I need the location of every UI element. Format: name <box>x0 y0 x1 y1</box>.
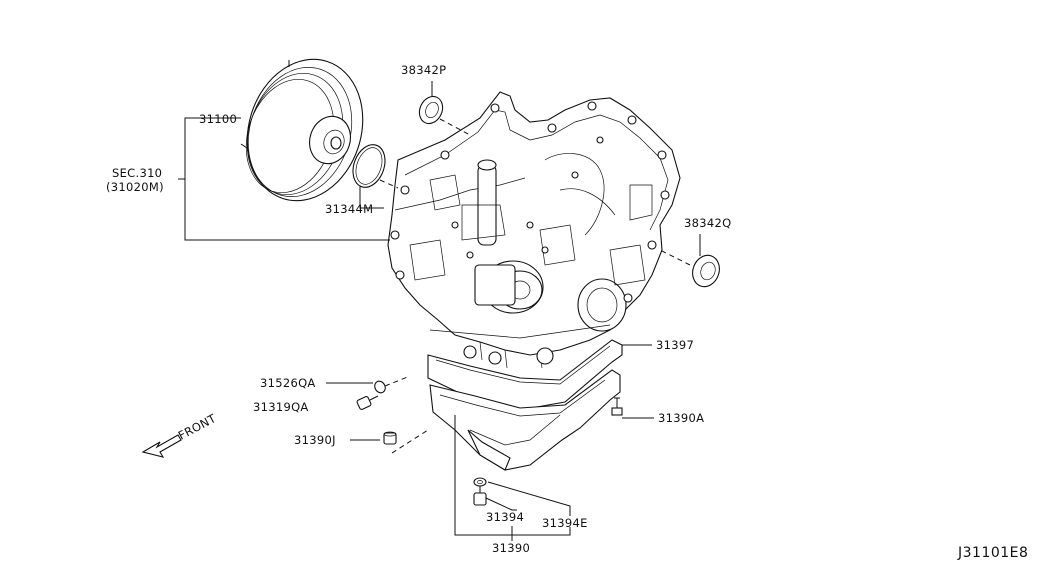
leader-lines <box>178 81 701 541</box>
drain-washer-31394e-drawing <box>473 477 487 487</box>
label-31397: 31397 <box>656 338 694 352</box>
front-direction-arrow-icon <box>141 434 182 458</box>
plug-31319qa-drawing <box>356 395 379 410</box>
diagram-reference-code: J31101E8 <box>957 545 1028 561</box>
label-31319qa: 31319QA <box>253 400 309 414</box>
bolt-31390j-drawing <box>383 431 397 445</box>
oil-pan-drawing <box>429 369 621 471</box>
o-ring-31526qa-drawing <box>374 380 386 394</box>
label-38342q: 38342Q <box>684 216 731 230</box>
label-31394e: 31394E <box>542 516 588 530</box>
drain-plug-31394-drawing <box>473 485 487 506</box>
label-31390a: 31390A <box>658 411 704 425</box>
front-direction-label: FRONT <box>176 411 219 443</box>
label-31394: 31394 <box>486 510 524 524</box>
seal-38342p-drawing <box>418 95 444 125</box>
label-31390: 31390 <box>492 541 530 555</box>
pan-bolt-31390a-drawing <box>611 397 623 416</box>
label-31526qa: 31526QA <box>260 376 316 390</box>
label-sec310-line1: SEC.310 <box>112 166 162 180</box>
label-31344m: 31344M <box>325 202 373 216</box>
transmission-case-drawing <box>387 91 681 369</box>
label-38342p: 38342P <box>401 63 446 77</box>
label-sec310-line2: (31020M) <box>106 180 164 194</box>
label-31390j: 31390J <box>294 433 336 447</box>
torque-converter-drawing <box>240 58 364 202</box>
o-ring-31344m-drawing <box>352 144 386 188</box>
seal-38342q-drawing <box>692 254 720 288</box>
label-31100: 31100 <box>199 112 237 126</box>
